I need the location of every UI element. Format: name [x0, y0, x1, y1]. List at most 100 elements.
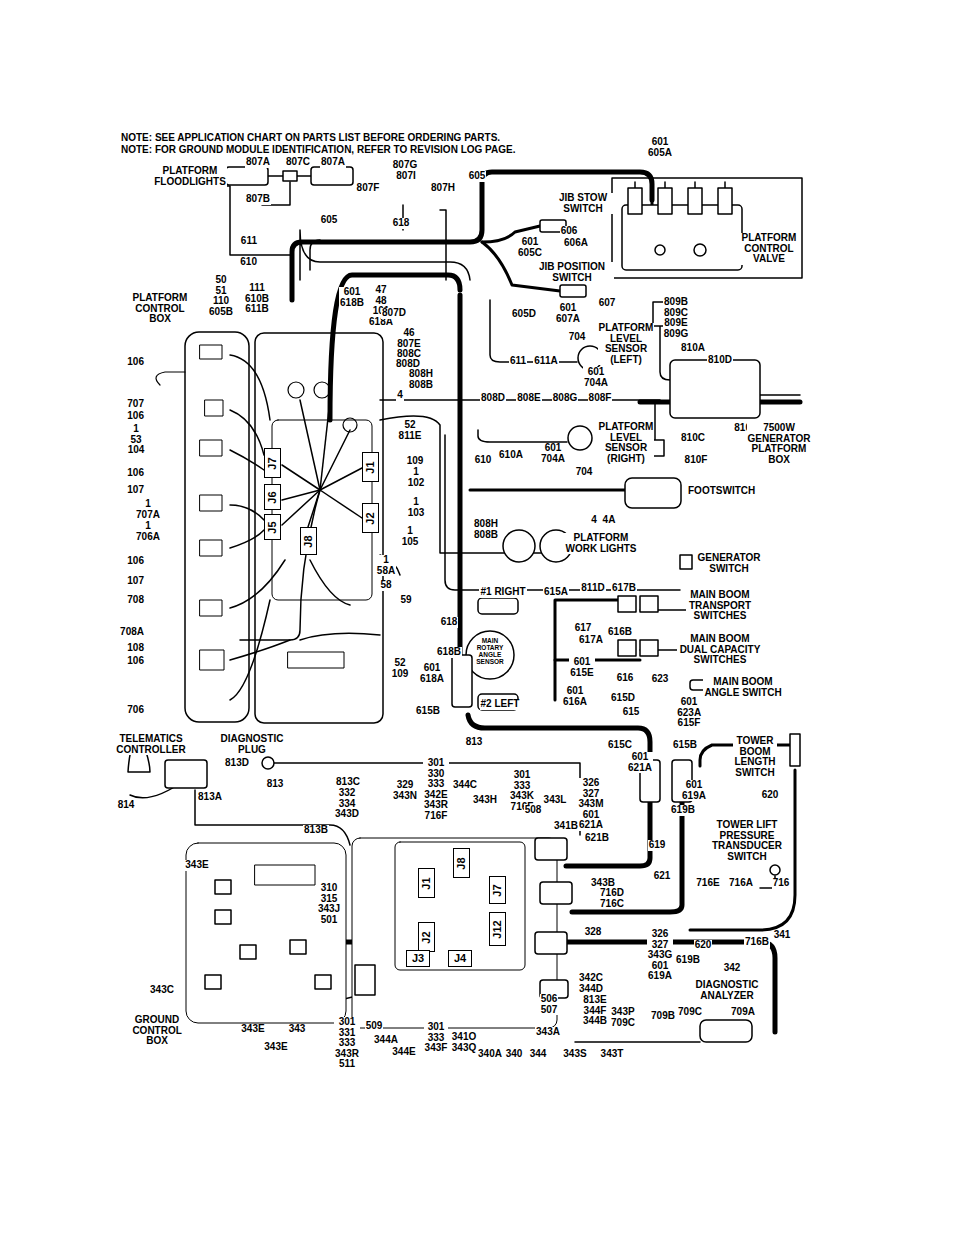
callout-number: 343S	[562, 1049, 587, 1060]
callout-number: 344E	[391, 1047, 416, 1058]
callout-number: 810F	[684, 455, 709, 466]
callout-number: 601 704A	[583, 367, 609, 388]
component-name: DIAGNOSTIC PLUG	[220, 734, 285, 755]
callout-number: 344A	[373, 1035, 399, 1046]
callout-number: 810C	[680, 433, 706, 444]
callout-number: 807F	[356, 183, 381, 194]
callout-number: 111 610B 611B	[244, 283, 270, 315]
callout-number: 813	[465, 737, 484, 748]
component-name: DIAGNOSTIC ANALYZER	[695, 980, 760, 1001]
connector-box: J1	[362, 452, 379, 482]
callout-number: 1 706A	[135, 521, 161, 542]
callout-number: 620	[694, 940, 713, 951]
connector-box: J12	[489, 912, 506, 946]
component-name: MAIN BOOM DUAL CAPACITY SWITCHES	[677, 634, 763, 666]
connector-box: J7	[489, 876, 506, 904]
callout-number: 708A	[119, 627, 145, 638]
callout-number: 616	[616, 673, 635, 684]
callout-number: 617B	[611, 583, 637, 594]
component-name: JIB POSITION SWITCH	[530, 262, 614, 283]
component-name: NOTE: SEE APPLICATION CHART ON PARTS LIS…	[120, 133, 501, 144]
callout-number: 106	[126, 357, 145, 368]
callout-number: 4	[590, 515, 598, 526]
callout-number: 808F	[588, 393, 613, 404]
callout-number: 601 616A	[562, 686, 588, 707]
callout-number: 50 51 110 605B	[208, 275, 234, 317]
callout-number: 611	[240, 236, 258, 247]
callout-number: 332 334 343D	[334, 788, 360, 820]
callout-number: 716D 716C	[599, 888, 625, 909]
component-name: PLATFORM FLOODLIGHTS	[153, 166, 227, 187]
callout-number: 813B	[303, 825, 329, 836]
callout-number: 708	[126, 595, 145, 606]
component-name: #2 LEFT	[480, 699, 521, 710]
callout-number: 615D	[610, 693, 636, 704]
callout-number: 1 103	[407, 497, 426, 518]
callout-number: 59	[399, 595, 412, 606]
callout-number: 620	[761, 790, 780, 801]
callout-number: 1 58A	[376, 555, 396, 576]
callout-number: 343E	[184, 860, 209, 871]
component-name: PLATFORM LEVEL SENSOR (LEFT)	[598, 323, 655, 365]
callout-number: 807H	[430, 183, 456, 194]
callout-number: 601 605C	[517, 237, 543, 258]
connector-box: J4	[448, 950, 472, 967]
callout-number: 814	[117, 800, 136, 811]
callout-number: 615A	[543, 587, 569, 598]
callout-number: 615B	[672, 740, 698, 751]
callout-number: 601 704A	[540, 443, 566, 464]
callout-number: 301 330 333 342E 343R 716F	[423, 758, 449, 821]
callout-number: 615B	[415, 706, 441, 717]
callout-number: 616B	[607, 627, 633, 638]
connector-box: J8	[300, 527, 317, 555]
component-name: #1 RIGHT	[479, 587, 526, 598]
callout-number: 601 615E	[569, 657, 594, 678]
callout-number: 328	[584, 927, 603, 938]
callout-number: 813A	[197, 792, 223, 803]
callout-number: 709B	[650, 1011, 676, 1022]
callout-number: 343H	[472, 795, 498, 806]
callout-number: 615C	[607, 740, 633, 751]
callout-number: 601 618A	[419, 663, 445, 684]
callout-number: 343	[288, 1024, 307, 1035]
callout-number: 601 618B	[339, 287, 365, 308]
callout-number: 344C	[452, 780, 478, 791]
callout-number: 343L	[543, 795, 568, 806]
callout-number: 810A	[680, 343, 706, 354]
callout-number: 617A	[578, 635, 604, 646]
component-name: JIB STOW SWITCH	[553, 193, 613, 214]
callout-number: 716	[772, 878, 791, 889]
callout-number: 807B	[245, 194, 271, 205]
callout-number: 807G	[392, 160, 418, 171]
component-name: MAIN BOOM TRANSPORT SWITCHES	[686, 590, 754, 622]
component-name: PLATFORM CONTROL BOX	[132, 293, 189, 325]
component-name: TOWER BOOM LENGTH SWITCH	[733, 736, 776, 778]
callout-number: 342C 344D	[578, 973, 604, 994]
callout-number: 606	[560, 226, 579, 237]
callout-number: 601 605A	[647, 137, 673, 158]
callout-number: 807D	[381, 308, 407, 319]
callout-number: 310 315 343J 501	[317, 883, 341, 925]
callout-number: 343B	[590, 878, 616, 889]
callout-number: 605	[320, 215, 339, 226]
callout-number: 709A	[730, 1007, 756, 1018]
callout-number: 813D	[224, 758, 250, 769]
callout-number: 46 807E 808C	[396, 328, 422, 360]
callout-number: 1 105	[401, 526, 420, 547]
callout-number: 107	[126, 576, 145, 587]
component-name: PLATFORM WORK LIGHTS	[564, 533, 638, 554]
callout-number: 109	[406, 456, 425, 467]
callout-number: 601 619A	[681, 780, 707, 801]
callout-number: 52 109	[391, 658, 410, 679]
connector-label: J7	[267, 457, 278, 469]
callout-number: 807C	[285, 157, 311, 168]
connector-box: J1	[418, 868, 435, 898]
callout-number: 605	[468, 171, 487, 182]
connector-box: J5	[264, 514, 281, 540]
component-name: MAIN ROTARY ANGLE SENSOR	[475, 637, 504, 665]
callout-number: 607	[598, 298, 617, 309]
callout-number: 810D	[707, 355, 733, 366]
callout-number: 343P 709C	[610, 1007, 636, 1028]
component-name: TELEMATICS CONTROLLER	[115, 734, 186, 755]
